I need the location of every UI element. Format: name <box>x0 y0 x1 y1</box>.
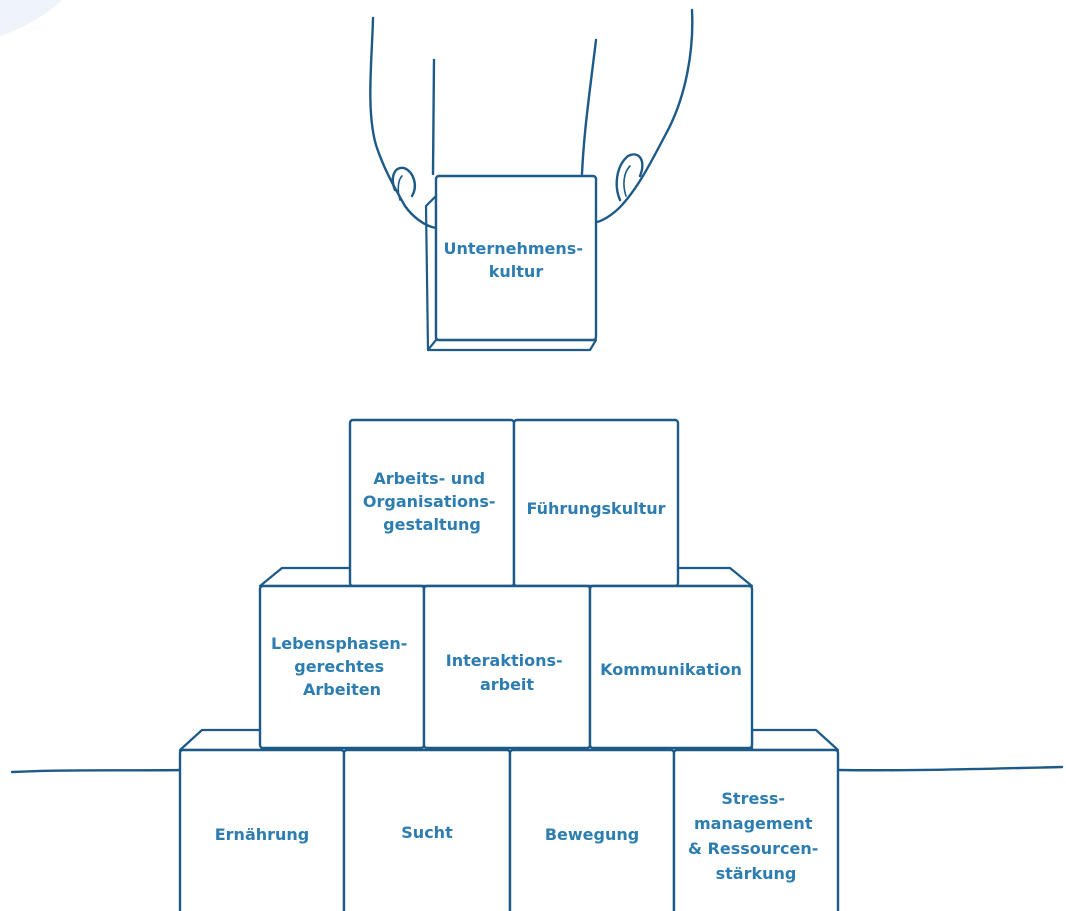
left-thumb <box>391 166 416 198</box>
held-block-line-2: kultur <box>489 262 544 281</box>
right-knuckle <box>623 165 631 197</box>
corner-decoration <box>0 0 62 36</box>
left-hand-outline <box>369 16 438 230</box>
label-ernaehrung: Ernährung <box>215 825 310 844</box>
block-stressmanagement <box>672 748 840 911</box>
middle-block-2-line-2: arbeit <box>480 675 534 694</box>
bottom-block-3-line-1: Bewegung <box>545 825 639 844</box>
right-thumb <box>615 153 644 202</box>
bottom-row-top-left <box>178 728 264 752</box>
right-hand-outline <box>594 8 694 224</box>
hand-with-block: Unternehmens- kultur <box>369 8 694 352</box>
middle-block-2-line-1: Interaktions- <box>446 651 563 670</box>
label-stressmanagement: Stress- management & Ressourcen- stärkun… <box>688 789 824 883</box>
bottom-block-2-line-1: Sucht <box>401 823 453 842</box>
held-block-side <box>424 194 438 352</box>
block-kommunikation <box>588 584 754 750</box>
middle-block-3-line-1: Kommunikation <box>600 660 742 679</box>
label-arbeits-organisationsgestaltung: Arbeits- und Organisations- gestaltung <box>363 469 501 534</box>
label-interaktionsarbeit: Interaktions- arbeit <box>446 651 568 694</box>
label-lebensphasengerechtes-arbeiten: Lebensphasen- gerechtes Arbeiten <box>271 634 413 699</box>
label-sucht: Sucht <box>401 823 453 842</box>
held-block <box>434 174 598 342</box>
left-knuckle <box>397 175 403 201</box>
left-finger <box>431 58 436 176</box>
bottom-block-4-line-3: & Ressourcen- <box>688 839 818 858</box>
label-kommunikation: Kommunikation <box>600 660 742 679</box>
bottom-block-4-line-2: management <box>694 814 813 833</box>
top-block-1-line-1: Arbeits- und <box>373 469 485 488</box>
label-bewegung: Bewegung <box>545 825 639 844</box>
label-fuehrungskultur: Führungskultur <box>526 499 665 518</box>
middle-row-top-right <box>674 566 754 588</box>
held-block-label: Unternehmens- kultur <box>443 239 588 281</box>
ground-line-left <box>10 768 184 774</box>
block-pyramid: Arbeits- und Organisations- gestaltung F… <box>178 418 840 911</box>
top-block-2-line-1: Führungskultur <box>526 499 665 518</box>
right-finger <box>580 38 598 176</box>
held-block-line-1: Unternehmens- <box>443 239 582 258</box>
bottom-row-top-right <box>750 728 840 752</box>
top-block-1-line-2: Organisations- <box>363 492 496 511</box>
bottom-block-4-line-4: stärkung <box>716 864 797 883</box>
top-block-1-line-3: gestaltung <box>383 515 481 534</box>
ground-line-right <box>836 765 1064 772</box>
middle-block-1-line-3: Arbeiten <box>303 680 381 699</box>
bottom-block-4-line-1: Stress- <box>721 789 785 808</box>
middle-block-1-line-1: Lebensphasen- <box>271 634 407 653</box>
bottom-block-1-line-1: Ernährung <box>215 825 310 844</box>
middle-block-1-line-2: gerechtes <box>294 657 384 676</box>
middle-row-top-left <box>258 566 354 588</box>
held-block-bottom <box>426 338 598 352</box>
